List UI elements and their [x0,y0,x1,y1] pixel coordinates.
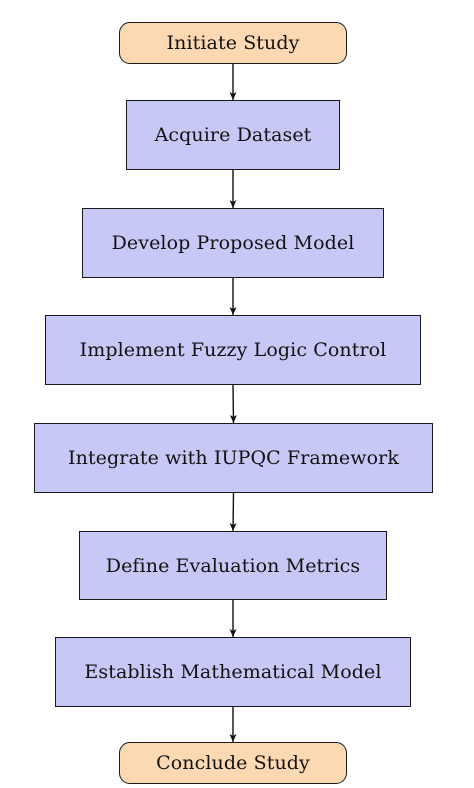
node-implement-fuzzy-logic-control: Implement Fuzzy Logic Control [45,315,421,385]
node-initiate-study: Initiate Study [119,22,347,64]
node-acquire-dataset: Acquire Dataset [126,100,340,170]
node-conclude-study: Conclude Study [119,742,347,784]
arrow-iupqc-to-metrics [229,492,237,532]
node-establish-mathematical-model: Establish Mathematical Model [55,637,411,707]
node-define-evaluation-metrics: Define Evaluation Metrics [79,531,387,600]
node-develop-proposed-model: Develop Proposed Model [82,208,384,278]
node-integrate-iupqc-framework: Integrate with IUPQC Framework [34,423,433,493]
arrow-fuzzy-to-iupqc [229,384,237,424]
